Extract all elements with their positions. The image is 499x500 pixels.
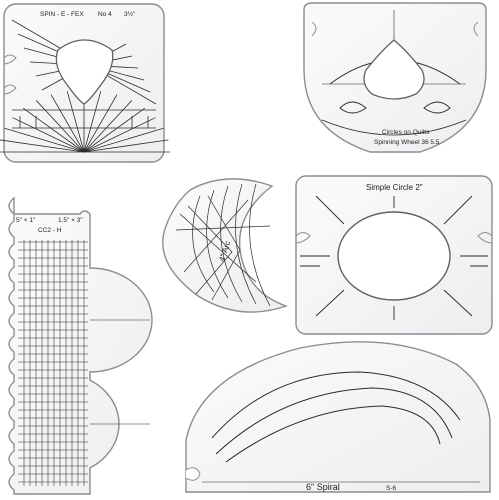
spinning-wheel-brand: Circles on Quilts bbox=[382, 129, 430, 136]
cc2-size-left: 5" × 1" bbox=[16, 217, 36, 224]
spin-ruler-size: 3½" bbox=[124, 10, 136, 18]
spinning-wheel-ruler: Circles on Quilts Spinning Wheel 36 5.5 bbox=[303, 2, 487, 153]
spin-ruler-name: SPIN - E - FEX bbox=[40, 11, 84, 18]
spiral-ruler: 6" Spiral S-6 bbox=[185, 341, 491, 493]
spinning-wheel-model: Spinning Wheel 36 5.5 bbox=[374, 139, 440, 146]
cc2-code: CC2 - H bbox=[38, 227, 62, 234]
spiral-code: S-6 bbox=[386, 485, 397, 492]
spiral-label: 6" Spiral bbox=[306, 482, 340, 492]
simple-circle-ruler: Simple Circle 2" bbox=[295, 175, 493, 335]
spin-e-fex-ruler: SPIN - E - FEX No 4 3½" bbox=[0, 3, 170, 163]
simple-circle-label: Simple Circle 2" bbox=[366, 183, 423, 192]
cc2-size-right: 1.5" × 3" bbox=[58, 217, 83, 224]
cc2-h-ruler: 5" × 1" 1.5" × 3" CC2 - H bbox=[8, 196, 153, 495]
arc-ruler: 4" Arc bbox=[162, 178, 289, 313]
spin-ruler-number: No 4 bbox=[98, 11, 112, 18]
